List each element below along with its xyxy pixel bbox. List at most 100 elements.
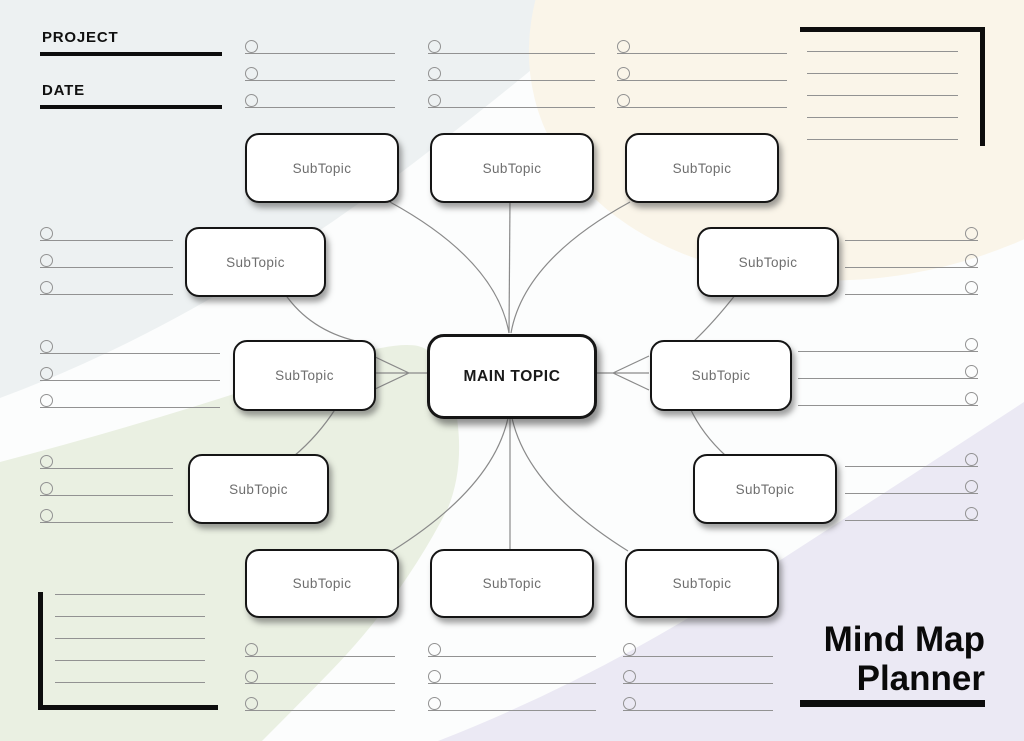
note-writing-line: [807, 51, 958, 52]
writing-line: [845, 520, 978, 521]
subtopic-box-mid-right: SubTopic: [650, 340, 792, 411]
writing-line: [245, 107, 395, 108]
bullet-list-bottom-1: [245, 643, 395, 724]
writing-line: [40, 380, 220, 381]
bullet-list-left-3: [40, 455, 173, 536]
project-writing-line: [40, 52, 222, 56]
bullet-circle-icon: [40, 509, 53, 522]
bullet-circle-icon: [40, 281, 53, 294]
subtopic-label: SubTopic: [229, 481, 288, 497]
subtopic-box-upper-right: SubTopic: [697, 227, 839, 297]
writing-line: [40, 468, 173, 469]
subtopic-label: SubTopic: [482, 160, 542, 176]
bullet-circle-icon: [965, 365, 978, 378]
page-title-line1: Mind Map: [823, 620, 985, 659]
bullet-circle-icon: [623, 643, 636, 656]
writing-line: [428, 53, 595, 54]
writing-line: [845, 240, 978, 241]
bullet-list-top-3: [617, 40, 787, 121]
note-writing-line: [807, 139, 958, 140]
bullet-circle-icon: [965, 254, 978, 267]
main-topic-box: MAIN TOPIC: [427, 334, 597, 419]
subtopic-box-mid-left: SubTopic: [233, 340, 376, 411]
bullet-circle-icon: [965, 281, 978, 294]
writing-line: [245, 710, 395, 711]
bullet-circle-icon: [245, 94, 258, 107]
note-writing-line: [55, 594, 205, 595]
subtopic-box-top-left: SubTopic: [245, 133, 399, 203]
green-side-blob: [0, 345, 460, 741]
subtopic-label: SubTopic: [691, 368, 751, 383]
lavender-corner-blob: [438, 402, 1024, 741]
subtopic-label: SubTopic: [738, 254, 798, 270]
writing-line: [798, 351, 978, 352]
writing-line: [845, 267, 978, 268]
bullet-list-left-1: [40, 227, 173, 308]
subtopic-label: SubTopic: [482, 576, 542, 591]
note-writing-line: [807, 73, 958, 74]
subtopic-label: SubTopic: [292, 576, 352, 591]
subtopic-box-upper-left: SubTopic: [185, 227, 326, 297]
bullet-circle-icon: [617, 94, 630, 107]
writing-line: [245, 656, 395, 657]
notes-lines-bottom-left: [55, 594, 205, 683]
bullet-circle-icon: [40, 482, 53, 495]
bullet-list-right-3: [845, 453, 978, 534]
note-writing-line: [55, 638, 205, 639]
bullet-circle-icon: [245, 67, 258, 80]
writing-line: [245, 683, 395, 684]
writing-line: [617, 80, 787, 81]
subtopic-box-lower-left: SubTopic: [188, 454, 329, 524]
project-label: PROJECT: [42, 29, 119, 46]
writing-line: [40, 353, 220, 354]
notes-lines-top-right: [807, 51, 958, 140]
bullet-circle-icon: [965, 227, 978, 240]
writing-line: [428, 80, 595, 81]
bullet-circle-icon: [623, 670, 636, 683]
notes-bracket-top: [800, 27, 985, 32]
writing-line: [40, 240, 173, 241]
subtopic-label: SubTopic: [672, 576, 732, 591]
writing-line: [40, 495, 173, 496]
bullet-circle-icon: [40, 254, 53, 267]
writing-line: [798, 405, 978, 406]
bullet-circle-icon: [40, 227, 53, 240]
bullet-list-bottom-3: [623, 643, 773, 724]
subtopic-box-top-center: SubTopic: [430, 133, 594, 203]
subtopic-label: SubTopic: [226, 254, 285, 270]
writing-line: [798, 378, 978, 379]
bullet-list-top-2: [428, 40, 595, 121]
writing-line: [845, 466, 978, 467]
bullet-circle-icon: [245, 670, 258, 683]
bullet-circle-icon: [245, 40, 258, 53]
subtopic-label: SubTopic: [735, 481, 795, 497]
bullet-circle-icon: [40, 455, 53, 468]
writing-line: [40, 267, 173, 268]
bullet-circle-icon: [965, 392, 978, 405]
subtopic-box-bottom-left: SubTopic: [245, 549, 399, 618]
bullet-circle-icon: [40, 367, 53, 380]
note-writing-line: [807, 117, 958, 118]
writing-line: [617, 53, 787, 54]
writing-line: [40, 294, 173, 295]
writing-line: [428, 107, 595, 108]
bullet-circle-icon: [40, 394, 53, 407]
note-writing-line: [55, 682, 205, 683]
bullet-circle-icon: [428, 643, 441, 656]
writing-line: [428, 656, 596, 657]
note-writing-line: [55, 616, 205, 617]
subtopic-box-bottom-right: SubTopic: [625, 549, 779, 618]
subtopic-label: SubTopic: [672, 160, 732, 176]
subtopic-label: SubTopic: [275, 368, 334, 383]
date-label: DATE: [42, 82, 85, 99]
bullet-circle-icon: [623, 697, 636, 710]
bullet-circle-icon: [428, 94, 441, 107]
bullet-list-top-1: [245, 40, 395, 121]
bullet-circle-icon: [617, 67, 630, 80]
subtopic-label: SubTopic: [292, 160, 352, 176]
subtopic-box-lower-right: SubTopic: [693, 454, 837, 524]
writing-line: [845, 493, 978, 494]
writing-line: [428, 710, 596, 711]
page-title: Mind Map Planner: [824, 620, 985, 698]
